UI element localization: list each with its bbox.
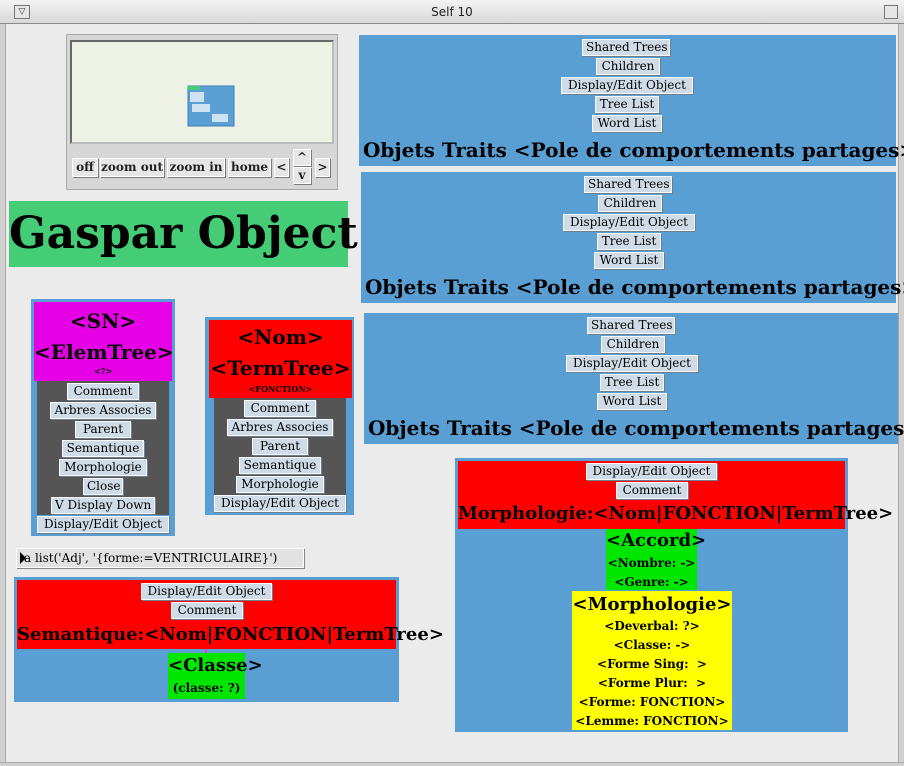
morph-forme: <Forme: FONCTION> (578, 695, 726, 709)
tree-list-button[interactable]: Tree List (595, 96, 659, 113)
arbres-associes-button[interactable]: Arbres Associes (50, 402, 156, 419)
display-edit-object-button[interactable]: Display/Edit Object (141, 583, 272, 600)
tree-list-button[interactable]: Tree List (597, 233, 661, 250)
close-button[interactable]: Close (83, 478, 123, 495)
navigator-minimap[interactable] (70, 40, 334, 144)
display-edit-object-button[interactable]: Display/Edit Object (561, 77, 693, 94)
morph-lemme: <Lemme: FONCTION> (575, 714, 729, 728)
classe-box-line: (classe: ?) (172, 681, 241, 695)
evaluator-expression: a list('Adj', '{forme:=VENTRICULAIRE}') (24, 551, 278, 565)
nav-zoom-out-button[interactable]: zoom out (100, 158, 164, 177)
display-edit-object-button[interactable]: Display/Edit Object (566, 355, 698, 372)
traits-panel-title: Objets Traits <Pole de comportements par… (365, 275, 904, 299)
display-edit-object-button[interactable]: Display/Edit Object (586, 463, 717, 480)
connector-line (205, 649, 207, 653)
morphologie-box-title: <Morphologie> (572, 594, 732, 615)
morph-classe: <Classe: -> (613, 638, 691, 652)
parent-button[interactable]: Parent (75, 421, 131, 438)
morphologie-box[interactable] (572, 591, 732, 730)
gaspar-banner-text: Gaspar Object! (9, 208, 378, 259)
semantique-button[interactable]: Semantique (239, 457, 321, 474)
window-frame-left (0, 24, 6, 766)
shared-trees-button[interactable]: Shared Trees (584, 176, 672, 193)
window-frame-bottom (0, 762, 904, 766)
parent-button[interactable]: Parent (252, 438, 308, 455)
semantique-button[interactable]: Semantique (62, 440, 144, 457)
nom-node-type: <TermTree> (210, 356, 351, 380)
classe-box-title: <Classe> (168, 655, 263, 676)
accord-box[interactable] (606, 529, 697, 590)
traits-panel-title: Objets Traits <Pole de comportements par… (368, 416, 904, 440)
shared-trees-button[interactable]: Shared Trees (587, 317, 675, 334)
window-title: Self 10 (431, 5, 473, 19)
comment-button[interactable]: Comment (616, 482, 688, 499)
morph-forme-sing: <Forme Sing: > (597, 657, 707, 671)
display-down-button[interactable]: V Display Down (51, 497, 155, 514)
classe-box[interactable] (168, 653, 245, 699)
shared-trees-button[interactable]: Shared Trees (582, 39, 670, 56)
nav-home-button[interactable]: home (228, 158, 271, 177)
morphologie-button[interactable]: Morphologie (236, 476, 324, 493)
window-menu-button[interactable]: ▽ (14, 5, 30, 19)
display-edit-object-button[interactable]: Display/Edit Object (563, 214, 695, 231)
arbres-associes-button[interactable]: Arbres Associes (227, 419, 333, 436)
expand-triangle-icon[interactable] (20, 552, 26, 564)
morph-deverbal: <Deverbal: ?> (604, 619, 700, 633)
comment-button[interactable]: Comment (244, 400, 316, 417)
children-button[interactable]: Children (596, 58, 660, 75)
comment-button[interactable]: Comment (171, 602, 243, 619)
minimap-icon (187, 85, 235, 127)
morphologie-title: Morphologie:<Nom|FONCTION|TermTree> (458, 503, 894, 524)
nav-down-arrow-icon[interactable]: v (293, 167, 311, 184)
traits-panel-title: Objets Traits <Pole de comportements par… (363, 138, 904, 162)
sn-node-header (34, 302, 172, 381)
gaspar-banner (9, 201, 348, 267)
comment-button[interactable]: Comment (67, 383, 139, 400)
accord-genre: <Genre: -> (614, 575, 689, 589)
sn-node-function: <?> (93, 366, 113, 376)
sn-node-type: <ElemTree> (34, 340, 174, 364)
word-list-button[interactable]: Word List (592, 115, 662, 132)
accord-nombre: <Nombre: -> (607, 556, 696, 570)
nom-node-function: <FONCTION> (248, 384, 313, 394)
word-list-button[interactable]: Word List (597, 393, 667, 410)
nav-left-arrow-icon[interactable]: < (274, 158, 289, 177)
tree-list-button[interactable]: Tree List (600, 374, 664, 391)
sn-node-title: <SN> (69, 309, 137, 333)
nav-up-arrow-icon[interactable]: ^ (293, 149, 311, 166)
semantique-title: Semantique:<Nom|FONCTION|TermTree> (17, 624, 444, 645)
display-edit-object-button[interactable]: Display/Edit Object (214, 495, 346, 512)
word-list-button[interactable]: Word List (594, 252, 664, 269)
window-resize-button[interactable] (884, 5, 898, 19)
morph-forme-plur: <Forme Plur: > (597, 676, 707, 690)
nav-right-arrow-icon[interactable]: > (315, 158, 330, 177)
window-title-bar[interactable] (0, 0, 904, 24)
accord-box-title: <Accord> (606, 530, 707, 551)
nom-node-title: <Nom> (237, 325, 324, 349)
window-frame-right (898, 24, 904, 766)
nav-off-button[interactable]: off (72, 158, 98, 177)
morphologie-button[interactable]: Morphologie (59, 459, 147, 476)
nom-node-header (209, 320, 352, 398)
children-button[interactable]: Children (601, 336, 665, 353)
children-button[interactable]: Children (598, 195, 662, 212)
evaluator-bar[interactable] (16, 548, 304, 568)
nav-zoom-in-button[interactable]: zoom in (167, 158, 225, 177)
display-edit-object-button[interactable]: Display/Edit Object (37, 516, 169, 533)
